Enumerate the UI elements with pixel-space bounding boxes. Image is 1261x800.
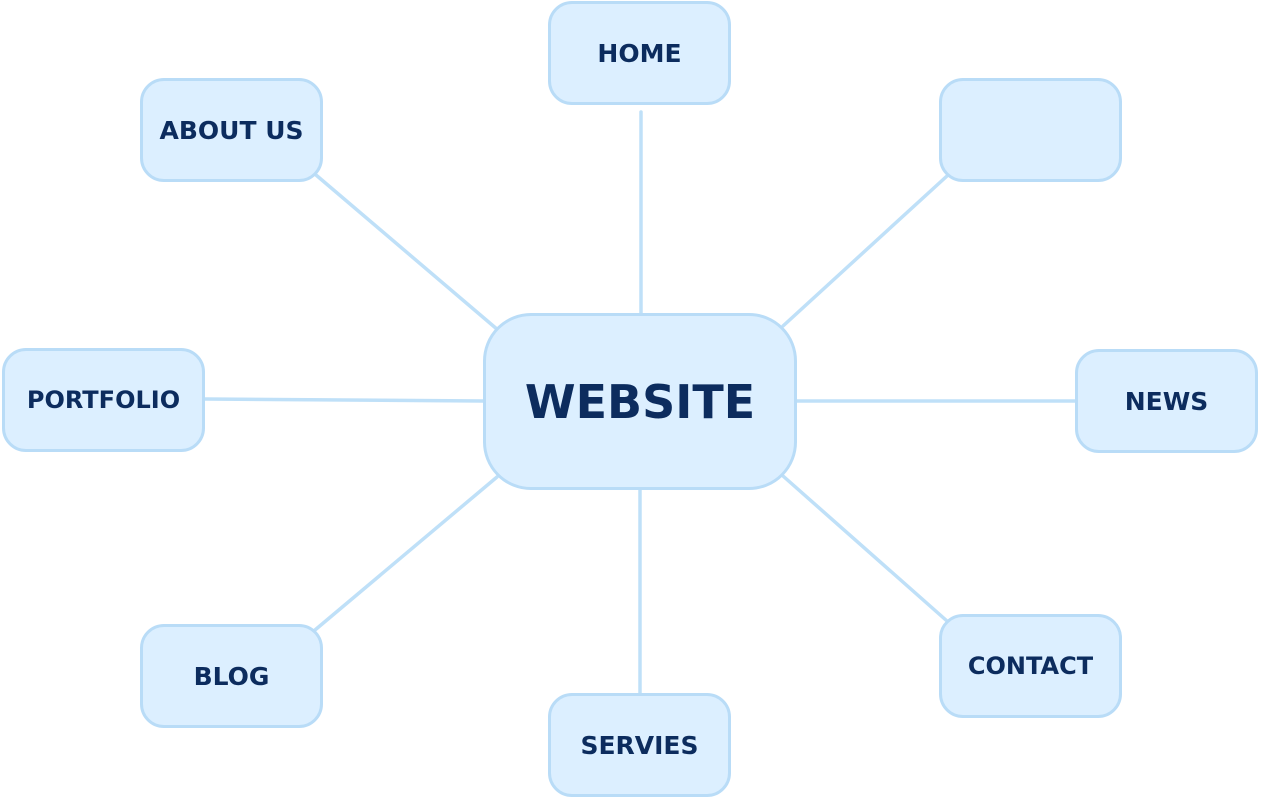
node-home: HOME bbox=[548, 1, 731, 105]
node-portfolio-label: PORTFOLIO bbox=[26, 386, 181, 414]
center-node-label: WEBSITE bbox=[524, 374, 756, 429]
node-servies-label: SERVIES bbox=[580, 730, 699, 760]
connector-portfolio bbox=[203, 397, 485, 403]
node-empty bbox=[939, 78, 1122, 182]
connector-blog bbox=[313, 475, 499, 632]
connector-about bbox=[314, 173, 500, 332]
node-portfolio: PORTFOLIO bbox=[2, 348, 205, 452]
connector-contact bbox=[781, 474, 949, 623]
node-home-label: HOME bbox=[597, 38, 682, 68]
node-servies: SERVIES bbox=[548, 693, 731, 797]
node-contact: CONTACT bbox=[939, 614, 1122, 718]
node-contact-label: CONTACT bbox=[967, 652, 1094, 680]
node-blog: BLOG bbox=[140, 624, 323, 728]
node-about-us-label: ABOUT US bbox=[159, 115, 304, 145]
node-about-us: ABOUT US bbox=[140, 78, 323, 182]
node-news-label: NEWS bbox=[1124, 386, 1209, 416]
node-blog-label: BLOG bbox=[193, 661, 270, 691]
center-node-website: WEBSITE bbox=[483, 313, 797, 490]
connector-empty bbox=[781, 174, 949, 328]
node-news: NEWS bbox=[1075, 349, 1258, 453]
